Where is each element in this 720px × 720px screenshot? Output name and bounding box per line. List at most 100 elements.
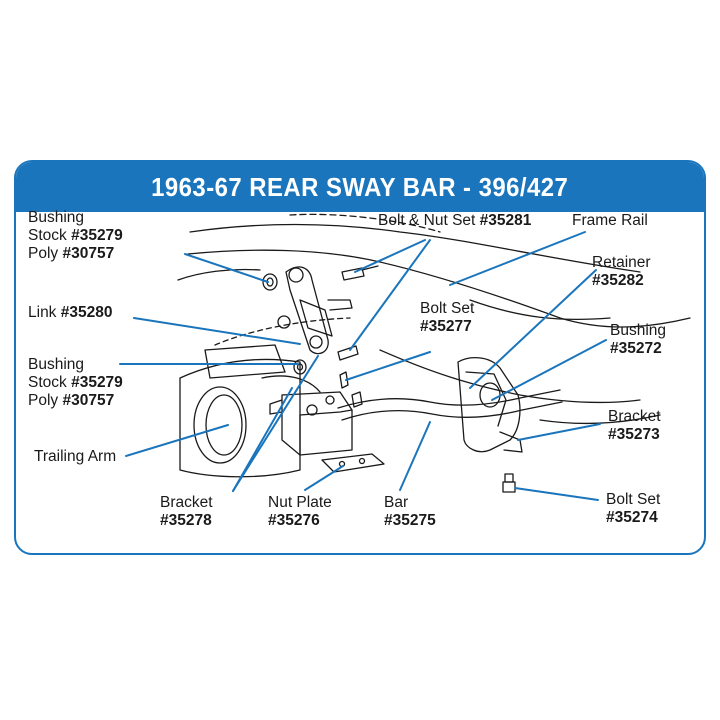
label-text: Bolt Set bbox=[420, 300, 475, 317]
frame-rail-outline bbox=[469, 299, 611, 321]
sway-bar bbox=[341, 401, 563, 421]
leader-link bbox=[133, 317, 301, 345]
nut-plate-shape bbox=[321, 453, 385, 473]
label-bushing-top: Bushing Stock #35279 Poly #30757 bbox=[28, 209, 123, 263]
bolt-mid bbox=[337, 345, 359, 361]
part-number: #35277 bbox=[420, 318, 472, 335]
bolt-right bbox=[504, 473, 514, 483]
leader-retainer bbox=[469, 269, 597, 389]
part-number: #35282 bbox=[592, 272, 644, 289]
bushing-lower bbox=[296, 363, 304, 371]
leader-bolt-set-right bbox=[514, 487, 599, 501]
frame-rail-outline bbox=[214, 317, 351, 346]
leader-bushing-right bbox=[491, 339, 607, 401]
label-bolt-set-right: Bolt Set #35274 bbox=[606, 491, 660, 527]
label-text: Bolt Set bbox=[606, 491, 661, 508]
trailing-arm-body bbox=[204, 344, 286, 379]
link-eye bbox=[288, 267, 304, 283]
nut-plate-hole bbox=[358, 457, 366, 465]
frame-rail-outline bbox=[379, 349, 641, 404]
label-nut-plate: Nut Plate #35276 bbox=[268, 494, 332, 530]
nut bbox=[277, 315, 291, 329]
link-eye bbox=[309, 335, 323, 349]
bolt-mid bbox=[351, 391, 363, 408]
leader-trailing-arm bbox=[125, 424, 229, 457]
label-text: Stock bbox=[28, 374, 72, 391]
label-frame-rail: Frame Rail bbox=[572, 212, 648, 230]
bracket-body bbox=[299, 409, 353, 456]
label-text: Nut Plate bbox=[268, 494, 332, 511]
part-number: #35280 bbox=[60, 304, 113, 321]
link-arm bbox=[285, 266, 329, 355]
bushing-lower bbox=[293, 359, 307, 375]
label-text: Link bbox=[28, 304, 61, 321]
right-bracket bbox=[457, 357, 521, 453]
label-text: Bushing bbox=[28, 356, 85, 373]
label-text: Bar bbox=[384, 494, 409, 511]
part-number: #35273 bbox=[608, 426, 660, 443]
frame-rail-outline bbox=[189, 223, 641, 273]
bolt-upper bbox=[341, 267, 365, 281]
link-plate bbox=[299, 299, 333, 337]
title-bar: 1963-67 REAR SWAY BAR - 396/427 bbox=[16, 162, 704, 212]
part-number: #35272 bbox=[610, 340, 662, 357]
part-number: #35281 bbox=[479, 212, 532, 229]
sway-bar bbox=[337, 389, 561, 409]
bolt-mid bbox=[339, 371, 349, 389]
bracket-flange bbox=[269, 399, 283, 415]
leader-bracket-left-2 bbox=[232, 387, 293, 492]
part-number: #35276 bbox=[268, 512, 320, 529]
label-text: Trailing Arm bbox=[34, 448, 117, 465]
frame-rail-outline bbox=[177, 268, 261, 281]
part-number: #35279 bbox=[71, 227, 123, 244]
trailing-arm-hub bbox=[193, 386, 247, 464]
label-text: Poly bbox=[28, 392, 63, 409]
leader-bar bbox=[399, 421, 431, 491]
bracket-body bbox=[281, 391, 353, 456]
trailing-arm-body bbox=[261, 375, 321, 393]
part-number: #35274 bbox=[606, 509, 658, 526]
leader-bolt-nut-2 bbox=[349, 239, 431, 351]
label-bushing-mid: Bushing Stock #35279 Poly #30757 bbox=[28, 356, 123, 410]
leader-frame-rail bbox=[449, 231, 586, 286]
part-number: #35278 bbox=[160, 512, 212, 529]
page-title: 1963-67 REAR SWAY BAR - 396/427 bbox=[151, 171, 569, 202]
bolt-right bbox=[502, 481, 516, 493]
leader-nut-plate bbox=[304, 465, 344, 491]
label-text: Stock bbox=[28, 227, 72, 244]
label-link: Link #35280 bbox=[28, 304, 112, 322]
label-text: Poly bbox=[28, 245, 63, 262]
right-bracket bbox=[465, 371, 507, 427]
bracket-bolt bbox=[325, 395, 335, 405]
label-bracket-right: Bracket #35273 bbox=[608, 408, 661, 444]
leader-bracket-left-1 bbox=[232, 355, 319, 492]
label-text: Bracket bbox=[608, 408, 661, 425]
link-rod bbox=[327, 299, 353, 311]
leader-bushing-top bbox=[184, 253, 269, 283]
bushing-upper bbox=[262, 273, 278, 291]
label-bushing-right: Bushing #35272 bbox=[610, 322, 666, 358]
diagram-frame: 1963-67 REAR SWAY BAR - 396/427 bbox=[14, 160, 706, 555]
part-number: #35275 bbox=[384, 512, 436, 529]
leader-bolt-nut-1 bbox=[354, 239, 426, 273]
label-text: Frame Rail bbox=[572, 212, 648, 229]
right-bracket-ear bbox=[499, 431, 523, 453]
label-bar: Bar #35275 bbox=[384, 494, 436, 530]
label-text: Retainer bbox=[592, 254, 651, 271]
label-retainer: Retainer #35282 bbox=[592, 254, 651, 290]
frame-rail-outline bbox=[289, 213, 441, 233]
part-number: #30757 bbox=[62, 245, 115, 262]
label-text: Bracket bbox=[160, 494, 213, 511]
label-text: Bolt & Nut Set bbox=[378, 212, 480, 229]
bracket-bolt bbox=[306, 404, 318, 416]
label-text: Bushing bbox=[610, 322, 667, 339]
part-number: #35279 bbox=[71, 374, 123, 391]
label-bolt-set-mid: Bolt Set #35277 bbox=[420, 300, 474, 336]
trailing-arm-hub bbox=[205, 394, 243, 456]
label-trailing-arm: Trailing Arm bbox=[34, 448, 116, 466]
label-text: Bushing bbox=[28, 209, 85, 226]
label-bracket-left: Bracket #35278 bbox=[160, 494, 213, 530]
leader-bracket-right bbox=[517, 423, 601, 441]
bolt-upper bbox=[361, 265, 379, 271]
